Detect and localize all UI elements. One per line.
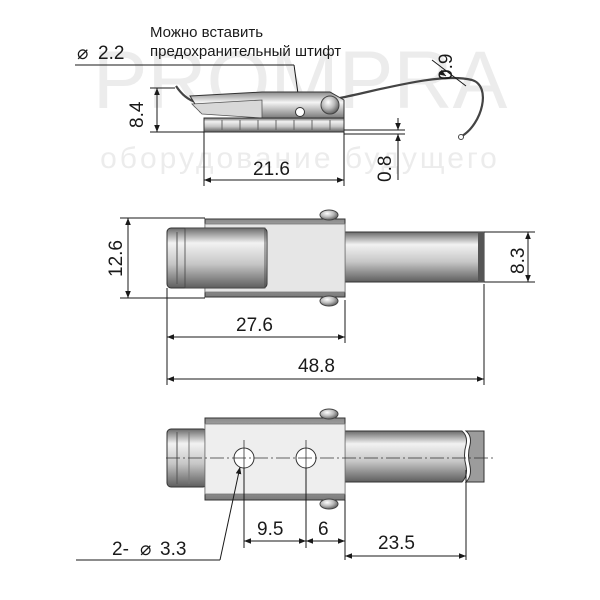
base-plate (203, 117, 345, 133)
hole-callout-arrow (219, 466, 242, 561)
strap-bottom (339, 430, 467, 483)
wire-end (458, 134, 464, 140)
pin-hole (295, 107, 305, 117)
hinge-rivet (320, 95, 340, 115)
strap-width-dim-label: 8.3 (508, 248, 529, 274)
base-plate-face (204, 423, 346, 495)
hole-diameter-label: 3.3 (160, 539, 186, 560)
rivet-lower (319, 498, 339, 510)
lever-plate (184, 227, 266, 289)
pin-diameter-label: 2.2 (98, 43, 124, 64)
base-length-dim-label: 27.6 (236, 315, 273, 336)
bottom-view: 9.5 6 23.5 2- ⌀ 3.3 (76, 408, 495, 561)
base-plate-segments (221, 120, 331, 130)
hole-diameter-symbol: ⌀ (140, 539, 151, 560)
thickness-dim-label: 0.8 (375, 156, 396, 182)
spring-wire (339, 76, 484, 137)
total-length-dim-label: 48.8 (298, 356, 335, 377)
height-dim-label: 8.4 (127, 101, 148, 128)
offset-dim-label: 6 (318, 519, 329, 540)
pin-diameter-symbol: ⌀ (77, 43, 88, 64)
wire-dim-line (431, 59, 467, 87)
slot-dim-label: 23.5 (378, 533, 415, 554)
pin-note-line1: Можно вставить (150, 24, 263, 41)
length-dim-label: 21.6 (253, 159, 290, 180)
wire-dim-arrow (438, 69, 447, 77)
rivet-upper (319, 408, 339, 420)
top-view: 12.6 8.3 27.6 48.8 (106, 209, 535, 385)
width-dim-label: 12.6 (106, 240, 127, 277)
strap-end (478, 232, 484, 282)
pin-note-line2: предохранительный штифт (150, 43, 341, 60)
strap-hook (464, 430, 485, 483)
watermark-tagline: оборудование будущего (100, 142, 500, 175)
side-view: ⌀ 2.2 Можно вставить предохранительный ш… (75, 24, 484, 186)
rivet-bottom (319, 295, 339, 307)
pitch-dim-label: 9.5 (257, 519, 283, 540)
hole-count-label: 2- (112, 539, 129, 560)
wire-dim-label: 0.9 (436, 54, 457, 80)
rivet-top (319, 209, 339, 221)
